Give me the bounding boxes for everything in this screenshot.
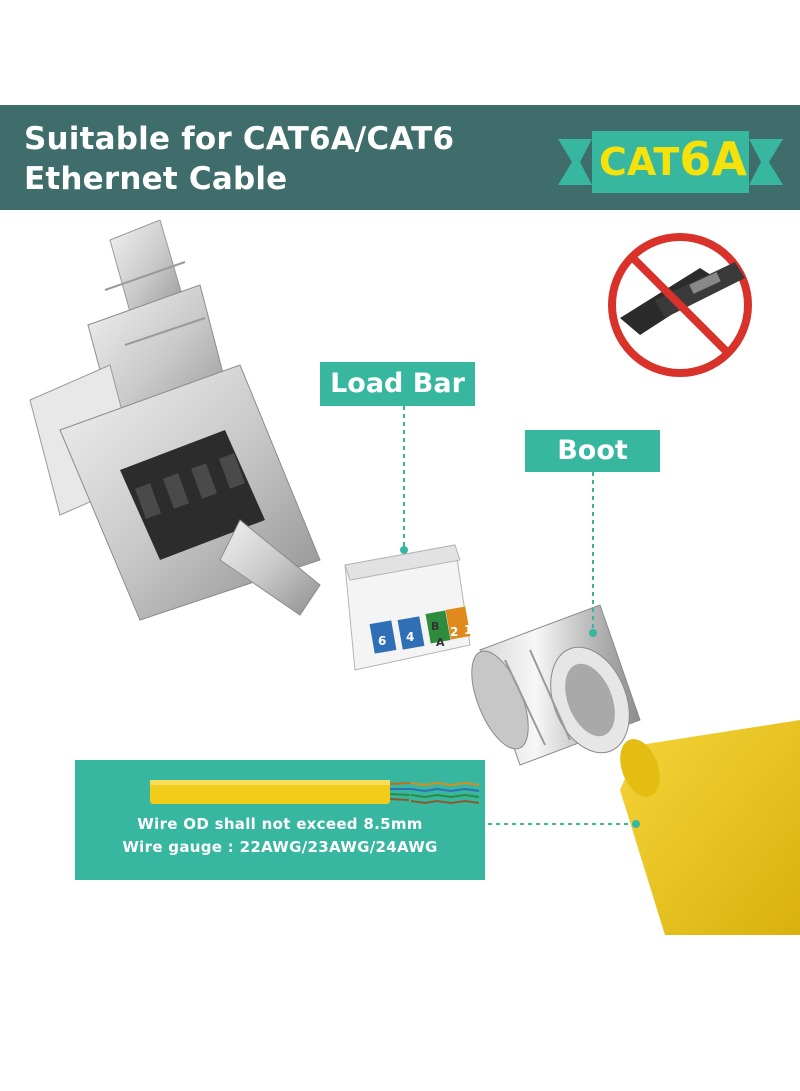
badge-suffix: 6A: [679, 132, 747, 186]
load-bar-number-1: 1: [464, 623, 472, 637]
load-bar-number-2: 2: [450, 625, 458, 639]
cat6a-badge: CAT6A: [558, 127, 783, 197]
wire-spec-od: Wire OD shall not exceed 8.5mm: [137, 815, 423, 833]
cable-callout-dot: [632, 820, 640, 828]
callout-lines: [403, 406, 636, 825]
banner-title-line-2: Ethernet Cable: [24, 161, 288, 197]
load-bar-letter-b: B: [431, 620, 439, 633]
load-bar-number-6: 6: [378, 634, 386, 648]
load-bar-label: Load Bar: [320, 362, 475, 406]
banner-title-line-1: Suitable for CAT6A/CAT6: [24, 121, 455, 157]
load-bar-number-4: 4: [406, 630, 414, 644]
load-bar-callout-dot: [400, 546, 408, 554]
banner-title: Suitable for CAT6A/CAT6 Ethernet Cable: [24, 119, 454, 199]
wire-spec-gauge: Wire gauge : 22AWG/23AWG/24AWG: [122, 838, 438, 856]
header-banner: Suitable for CAT6A/CAT6 Ethernet Cable C…: [0, 105, 800, 210]
load-bar-letter-a: A: [436, 636, 445, 649]
boot-callout-dot: [589, 629, 597, 637]
yellow-cable-image: [620, 720, 800, 935]
boot-label: Boot: [525, 430, 660, 472]
wire-spec-text: Wire OD shall not exceed 8.5mm Wire gaug…: [75, 813, 485, 859]
rj45-connector-image: [29, 219, 321, 621]
badge-ribbon-icon: [558, 131, 783, 193]
no-crimp-tool-icon: [608, 233, 752, 377]
wire-spec-box: Wire OD shall not exceed 8.5mm Wire gaug…: [75, 760, 485, 880]
cable-cross-section-icon: [150, 780, 480, 805]
load-bar-image: 6 4 B A 2 1: [344, 544, 472, 671]
boot-image: [471, 604, 641, 766]
badge-prefix: CAT: [599, 140, 680, 184]
badge-text: CAT6A: [598, 133, 748, 196]
